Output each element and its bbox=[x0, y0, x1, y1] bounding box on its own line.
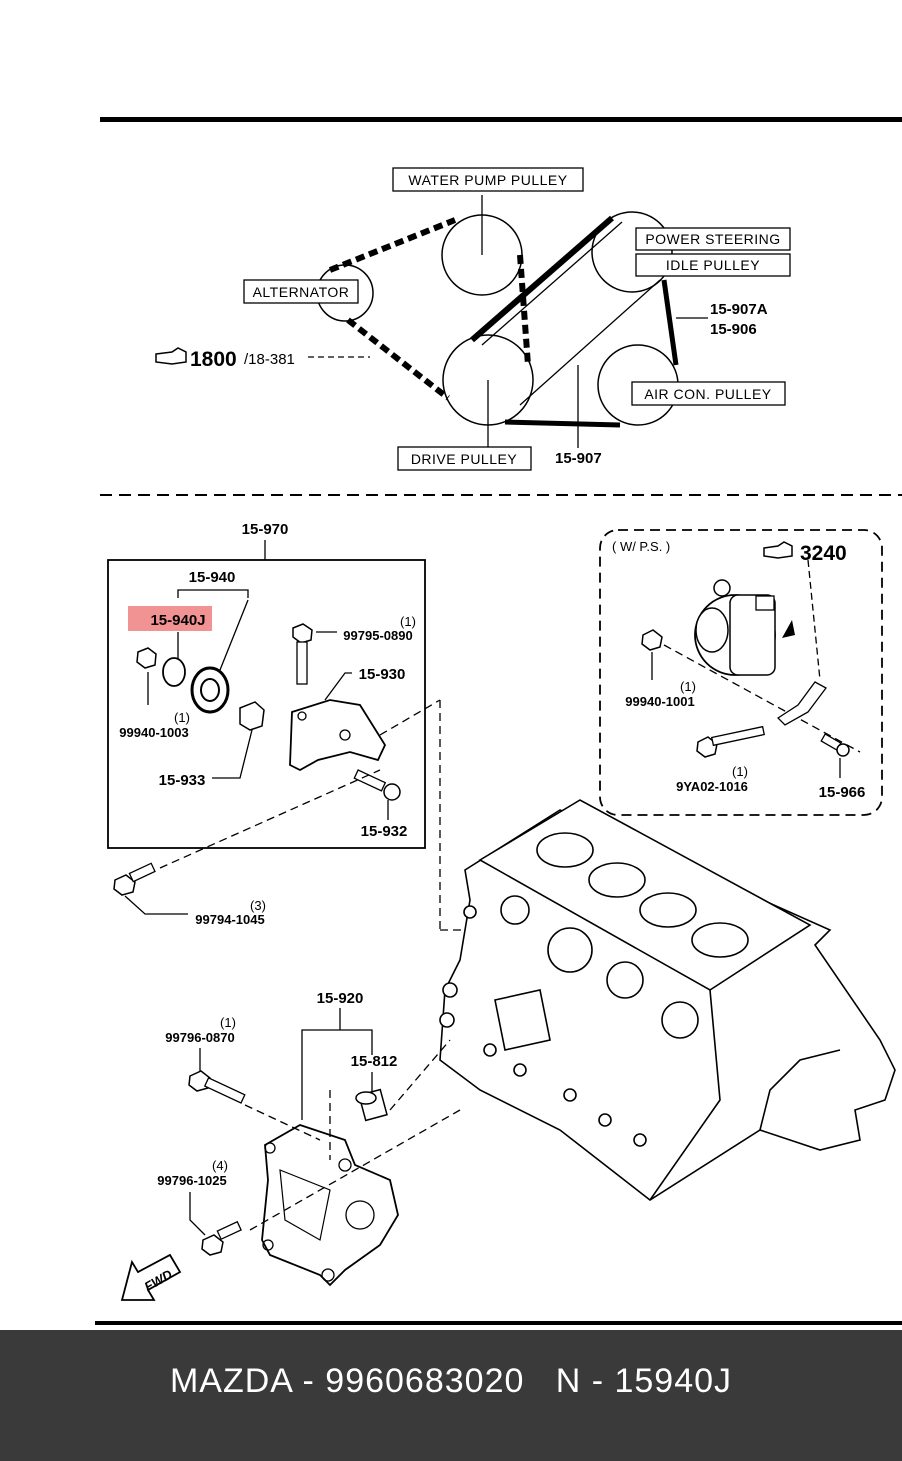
ps-ref: 3240 bbox=[800, 542, 847, 565]
label-15-970: 15-970 bbox=[242, 521, 289, 538]
idle-pulley-box bbox=[635, 253, 791, 277]
small-bolt-icon bbox=[353, 769, 401, 801]
highlight-15-940j bbox=[128, 606, 212, 631]
lower-bush-icon bbox=[355, 1088, 388, 1122]
ps-bolt-icon bbox=[696, 725, 766, 758]
bushing-icon bbox=[239, 701, 265, 731]
power-steering-box bbox=[635, 227, 791, 251]
air-con-pulley-box bbox=[631, 381, 786, 406]
ps-condition-label: ( W/ P.S. ) bbox=[612, 539, 670, 554]
footer-bar: MAZDA - 9960683020 N - 15940J bbox=[0, 1330, 902, 1461]
label-15-940: 15-940 bbox=[189, 569, 236, 586]
belt-ref-sub: /18-381 bbox=[244, 351, 295, 368]
label-9ya02-1016: 9YA02-1016 bbox=[676, 779, 748, 794]
label-15-920: 15-920 bbox=[317, 990, 364, 1007]
svg-text:(3): (3) bbox=[250, 898, 266, 913]
lower-bolt-b-icon bbox=[201, 1220, 242, 1256]
label-99795-0890: 99795-0890 bbox=[343, 628, 412, 643]
svg-text:(1): (1) bbox=[400, 614, 416, 629]
label-15-933: 15-933 bbox=[159, 772, 206, 789]
lower-bracket-section: 15-920 15-812 (1) 99796-0870 (4) 99796-1… bbox=[120, 990, 461, 1301]
label-99940-1003: 99940-1003 bbox=[119, 725, 188, 740]
power-steering-label: POWER STEERING bbox=[645, 231, 780, 247]
ps-small-bolt-icon bbox=[820, 733, 850, 757]
footer-part-number: MAZDA - 9960683020 N - 15940J bbox=[169, 1362, 733, 1400]
engine-block-icon bbox=[439, 799, 896, 1201]
belt-label-906: 15-906 bbox=[710, 321, 757, 338]
svg-text:(1): (1) bbox=[220, 1015, 236, 1030]
water-pump-pulley-box bbox=[392, 167, 584, 192]
drive-pulley-label: DRIVE PULLEY bbox=[411, 451, 518, 467]
label-15-930: 15-930 bbox=[359, 666, 406, 683]
belt-label-907: 15-907 bbox=[555, 450, 602, 467]
belt-diagram: WATER PUMP PULLEY POWER STEERING IDLE PU… bbox=[155, 167, 791, 471]
svg-text:(4): (4) bbox=[212, 1158, 228, 1173]
sleeve-icon bbox=[162, 657, 186, 687]
alternator-box bbox=[243, 279, 359, 304]
svg-text:(1): (1) bbox=[732, 764, 748, 779]
parts-diagram: WATER PUMP PULLEY POWER STEERING IDLE PU… bbox=[95, 117, 902, 1325]
label-99794-1045: 99794-1045 bbox=[195, 912, 264, 927]
label-99940-1001: 99940-1001 bbox=[625, 694, 694, 709]
belt-ref-main: 1800 bbox=[190, 348, 237, 371]
svg-text:(1): (1) bbox=[680, 679, 696, 694]
water-pump-pulley-label: WATER PUMP PULLEY bbox=[408, 172, 567, 188]
bottom-rule bbox=[95, 1321, 902, 1325]
nut-icon bbox=[136, 647, 157, 669]
bolt-icon-block bbox=[113, 874, 136, 896]
belt-label-907a: 15-907A bbox=[710, 301, 768, 318]
tensioner-bracket-icon bbox=[289, 699, 387, 772]
bolt-icon bbox=[292, 623, 313, 685]
drive-pulley-box bbox=[397, 446, 532, 471]
lower-bolt-a-icon bbox=[188, 1070, 246, 1104]
block-bolt: (3) 99794-1045 bbox=[113, 862, 266, 927]
pointing-hand-icon-ps bbox=[763, 541, 793, 559]
power-steering-section: ( W/ P.S. ) 3240 (1) 99940-1001 (1) 9YA0… bbox=[599, 529, 883, 816]
label-15-966: 15-966 bbox=[819, 784, 866, 801]
label-15-932: 15-932 bbox=[361, 823, 408, 840]
pointing-hand-icon bbox=[155, 347, 187, 365]
alternator-label: ALTERNATOR bbox=[253, 284, 350, 300]
svg-text:(1): (1) bbox=[174, 710, 190, 725]
power-steering-pump-icon bbox=[694, 579, 776, 676]
fwd-arrow-icon: FWD bbox=[120, 1253, 182, 1301]
top-rule bbox=[100, 117, 902, 122]
label-15-940j: 15-940J bbox=[150, 612, 205, 629]
label-99796-0870: 99796-0870 bbox=[165, 1030, 234, 1045]
ps-nut-icon bbox=[641, 629, 663, 651]
tensioner-assembly: 15-970 15-940 15-940J (1) 99940-1003 (1)… bbox=[107, 521, 470, 931]
label-15-812: 15-812 bbox=[351, 1053, 398, 1070]
idle-pulley-label: IDLE PULLEY bbox=[666, 257, 760, 273]
air-con-pulley-label: AIR CON. PULLEY bbox=[644, 386, 771, 402]
label-99796-1025: 99796-1025 bbox=[157, 1173, 226, 1188]
